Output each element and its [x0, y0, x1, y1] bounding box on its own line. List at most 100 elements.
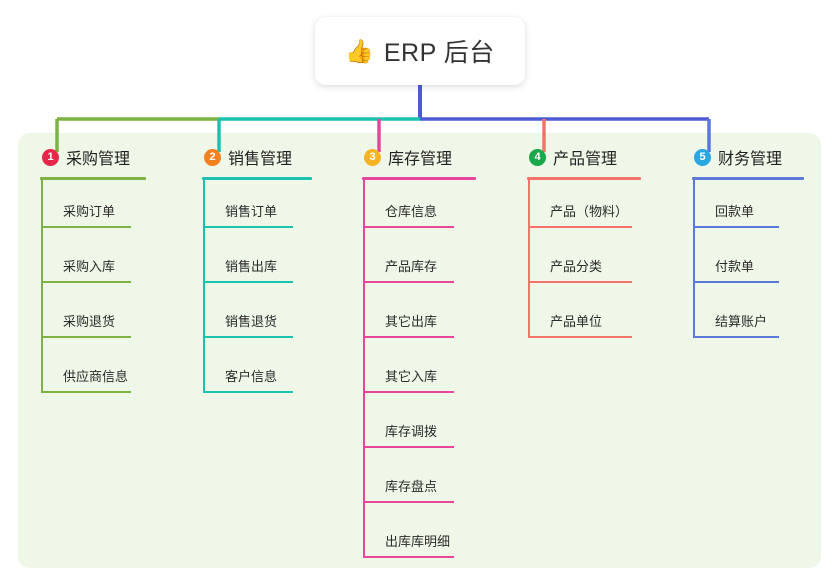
branch-child-label: 销售退货	[225, 314, 278, 329]
branch-child-label: 客户信息	[225, 369, 278, 384]
branch-child-rule	[363, 226, 454, 228]
branch-title: 销售管理	[228, 151, 293, 168]
branch-child-label: 其它入库	[385, 369, 438, 384]
branch-child-label: 其它出库	[385, 314, 438, 329]
branch-children: 采购订单采购入库采购退货供应商信息	[41, 180, 146, 400]
branch-child-item[interactable]: 付款单	[693, 235, 804, 290]
branch-children: 销售订单销售出库销售退货客户信息	[203, 180, 312, 400]
branch-child-item[interactable]: 产品分类	[528, 235, 641, 290]
branch-child-item[interactable]: 库存调拨	[363, 400, 476, 455]
branch-column-4: 4 产品管理产品（物料） 产品分类产品单位	[527, 146, 641, 345]
branch-child-rule	[363, 446, 454, 448]
branch-child-rule	[363, 336, 454, 338]
branch-child-rule	[363, 556, 454, 558]
branch-header-3[interactable]: 3 库存管理	[362, 146, 476, 168]
branch-child-rule	[203, 391, 293, 393]
branch-child-rule	[693, 226, 779, 228]
branch-number-badge: 4	[529, 148, 546, 166]
thumbs-up-icon: 👍	[345, 37, 374, 64]
branch-spine	[528, 180, 530, 336]
branch-child-item[interactable]: 销售出库	[203, 235, 312, 290]
branch-child-label: 采购退货	[63, 314, 116, 329]
branch-child-label: 仓库信息	[385, 204, 438, 219]
branch-number-badge: 3	[364, 148, 381, 166]
branch-title: 采购管理	[66, 151, 131, 168]
branch-child-label: 供应商信息	[63, 369, 129, 384]
branch-child-item[interactable]: 其它出库	[363, 290, 476, 345]
branch-child-label: 采购订单	[63, 204, 116, 219]
branch-child-item[interactable]: 回款单	[693, 180, 804, 235]
branch-child-rule	[41, 391, 131, 393]
branch-child-item[interactable]: 销售订单	[203, 180, 312, 235]
branch-child-label: 采购入库	[63, 259, 116, 274]
branch-children: 产品（物料） 产品分类产品单位	[528, 180, 641, 345]
branch-child-rule	[41, 226, 131, 228]
branch-child-rule	[363, 391, 454, 393]
root-node[interactable]: 👍 ERP 后台	[315, 17, 525, 85]
branch-column-5: 5 财务管理回款单付款单结算账户	[692, 146, 804, 345]
branch-number-badge: 5	[694, 148, 711, 166]
branch-child-rule	[41, 281, 131, 283]
branch-child-item[interactable]: 出库库明细	[363, 510, 476, 565]
branch-child-rule	[203, 336, 293, 338]
branch-child-rule	[363, 501, 454, 503]
branch-header-rule	[692, 177, 804, 180]
diagram-panel-background	[18, 133, 821, 568]
branch-child-item[interactable]: 产品（物料）	[528, 180, 641, 235]
branch-spine	[693, 180, 695, 336]
branch-child-item[interactable]: 结算账户	[693, 290, 804, 345]
branch-title: 财务管理	[718, 151, 783, 168]
branch-children: 仓库信息产品库存其它出库其它入库库存调拨库存盘点出库库明细	[363, 180, 476, 565]
branch-child-item[interactable]: 产品库存	[363, 235, 476, 290]
branch-child-label: 销售出库	[225, 259, 278, 274]
branch-title: 产品管理	[553, 151, 618, 168]
branch-column-1: 1 采购管理采购订单采购入库采购退货供应商信息	[40, 146, 146, 400]
branch-child-item[interactable]: 供应商信息	[41, 345, 146, 400]
branch-child-item[interactable]: 采购订单	[41, 180, 146, 235]
branch-title: 库存管理	[388, 151, 453, 168]
branch-child-rule	[528, 336, 632, 338]
branch-child-item[interactable]: 客户信息	[203, 345, 312, 400]
branch-child-rule	[693, 281, 779, 283]
branch-child-label: 回款单	[715, 204, 755, 219]
branch-header-rule	[527, 177, 641, 180]
branch-child-rule	[528, 226, 632, 228]
branch-child-label: 产品库存	[385, 259, 438, 274]
branch-child-label: 产品分类	[550, 259, 603, 274]
branch-column-3: 3 库存管理仓库信息产品库存其它出库其它入库库存调拨库存盘点出库库明细	[362, 146, 476, 565]
branch-child-rule	[41, 336, 131, 338]
branch-child-item[interactable]: 仓库信息	[363, 180, 476, 235]
branch-number-badge: 2	[204, 148, 221, 166]
branch-column-2: 2 销售管理销售订单销售出库销售退货客户信息	[202, 146, 312, 400]
branch-spine	[41, 180, 43, 391]
branch-child-item[interactable]: 采购入库	[41, 235, 146, 290]
branch-header-4[interactable]: 4 产品管理	[527, 146, 641, 168]
branch-children: 回款单付款单结算账户	[693, 180, 804, 345]
branch-child-label: 销售订单	[225, 204, 278, 219]
branch-child-rule	[363, 281, 454, 283]
branch-child-label: 付款单	[715, 259, 755, 274]
branch-spine	[363, 180, 365, 556]
branch-child-label: 库存盘点	[385, 479, 438, 494]
branch-child-item[interactable]: 采购退货	[41, 290, 146, 345]
branch-child-label: 出库库明细	[385, 534, 451, 549]
branch-child-rule	[528, 281, 632, 283]
branch-child-label: 结算账户	[715, 314, 768, 329]
branch-child-item[interactable]: 其它入库	[363, 345, 476, 400]
branch-child-rule	[203, 281, 293, 283]
branch-header-5[interactable]: 5 财务管理	[692, 146, 804, 168]
branch-child-item[interactable]: 产品单位	[528, 290, 641, 345]
branch-spine	[203, 180, 205, 391]
branch-child-item[interactable]: 库存盘点	[363, 455, 476, 510]
branch-header-1[interactable]: 1 采购管理	[40, 146, 146, 168]
branch-child-rule	[693, 336, 779, 338]
branch-header-rule	[362, 177, 476, 180]
branch-header-2[interactable]: 2 销售管理	[202, 146, 312, 168]
branch-child-item[interactable]: 销售退货	[203, 290, 312, 345]
branch-child-label: 库存调拨	[385, 424, 438, 439]
branch-child-rule	[203, 226, 293, 228]
root-node-label: ERP 后台	[383, 39, 495, 67]
branch-number-badge: 1	[42, 148, 59, 166]
branch-header-rule	[40, 177, 146, 180]
